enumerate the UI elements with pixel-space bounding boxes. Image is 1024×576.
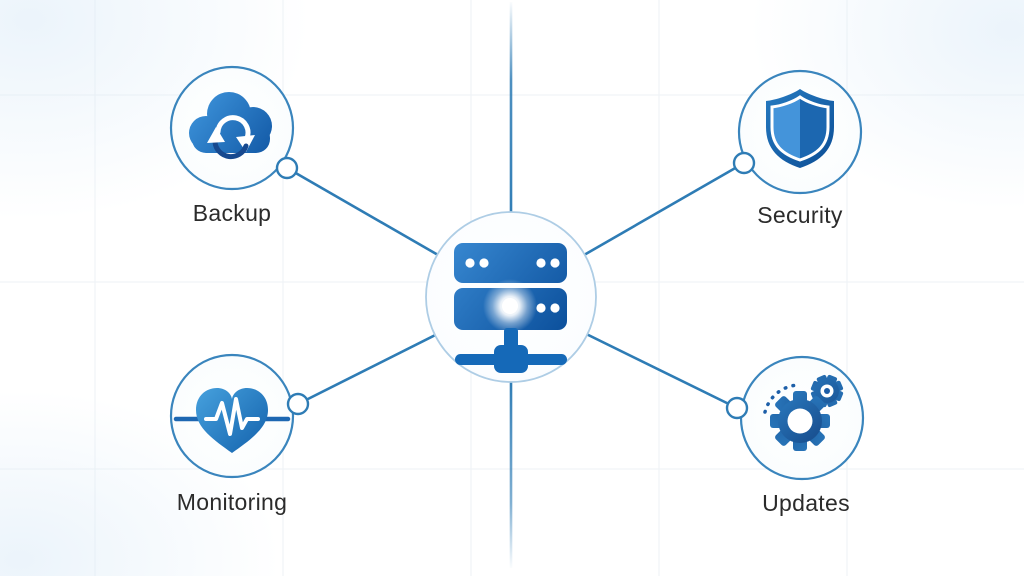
cloud-sync-icon (189, 92, 272, 160)
network-connector (455, 328, 567, 373)
node-monitoring-label: Monitoring (177, 489, 287, 515)
node-backup (169, 65, 299, 191)
connector-joint (286, 392, 310, 416)
connector-joint (275, 156, 299, 180)
large-gear (770, 391, 830, 451)
node-security (732, 69, 863, 195)
node-updates-label: Updates (762, 490, 850, 516)
gears-icon (763, 374, 844, 451)
heartbeat-icon (173, 388, 291, 453)
corner-tint-top-right (750, 0, 1024, 210)
corner-tint-top-left (0, 0, 310, 220)
center-node (425, 211, 597, 383)
node-updates (725, 355, 865, 481)
small-gear (810, 374, 844, 408)
node-monitoring (169, 353, 310, 479)
node-security-label: Security (757, 202, 843, 228)
node-backup-label: Backup (193, 200, 272, 226)
server-icon (454, 243, 567, 373)
dotted-arc (763, 383, 801, 414)
connector-joint (725, 396, 749, 420)
corner-tint-bottom-left (0, 390, 280, 576)
connector-joint (732, 151, 756, 175)
shield-icon (766, 89, 834, 168)
